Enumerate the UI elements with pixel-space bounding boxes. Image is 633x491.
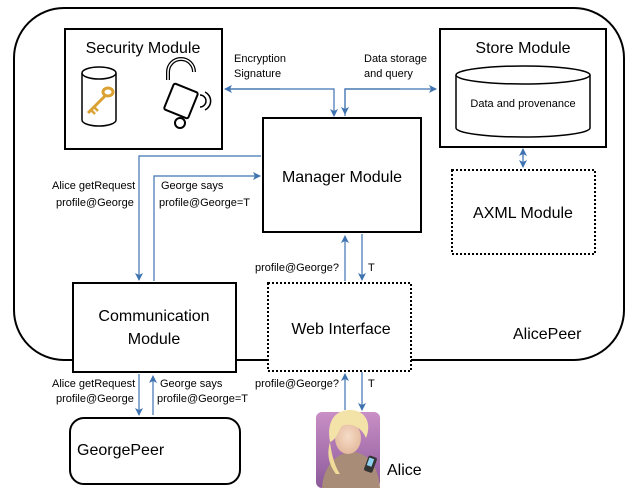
store-manager-arrow [341, 85, 437, 116]
manager-module: Manager Module [262, 117, 422, 233]
t-label-top: T [368, 262, 375, 274]
alice-peer-label: AlicePeer [513, 326, 582, 343]
web-interface: Web Interface [267, 282, 412, 372]
george-peer: GeorgePeer [69, 417, 241, 485]
security-module: Security Module [64, 28, 223, 150]
george-peer-title: GeorgePeer [77, 442, 165, 459]
communication-module: Communication Module [72, 282, 237, 373]
axml-module-title: AXML Module [473, 205, 573, 222]
data-storage-label: Data storage [364, 53, 427, 65]
alice-getrequest-label-bottom: Alice getRequest [52, 378, 135, 390]
profile-george-q-label-top: profile@George? [255, 262, 339, 274]
profile-george-label: profile@George [56, 197, 134, 209]
store-module-title: Store Module [475, 40, 570, 57]
store-module: Store Module Data and provenance [439, 28, 607, 148]
database-cylinder-icon [81, 66, 117, 127]
web-alice-arrow [341, 372, 366, 411]
and-query-label: and query [364, 68, 413, 80]
key-icon [86, 86, 115, 115]
alice-label: Alice [387, 462, 422, 479]
george-says-label-bottom: George says [160, 378, 223, 390]
encryption-label: Encryption [234, 53, 286, 65]
manager-module-title: Manager Module [282, 169, 402, 186]
profile-george-t-label-bottom: profile@George=T [157, 393, 248, 405]
security-module-title: Security Module [86, 40, 201, 57]
open-padlock-icon [163, 57, 212, 129]
communication-module-title-2: Module [128, 331, 181, 348]
signature-label: Signature [234, 68, 281, 80]
manager-communication-arrow [135, 155, 261, 281]
web-manager-arrow [341, 234, 366, 281]
alice-avatar-icon [316, 410, 380, 488]
web-interface-title: Web Interface [291, 321, 390, 338]
t-label-bottom: T [368, 378, 375, 390]
profile-george-label-bottom: profile@George [56, 393, 134, 405]
alice-getrequest-label: Alice getRequest [52, 180, 135, 192]
communication-module-title-1: Communication [98, 308, 209, 325]
security-manager-arrow [224, 85, 338, 117]
store-data-label: Data and provenance [470, 98, 575, 110]
profile-george-t-label: profile@George=T [159, 197, 250, 209]
profile-george-q-label-bottom: profile@George? [255, 378, 339, 390]
axml-module: AXML Module [451, 169, 596, 255]
george-says-label: George says [161, 180, 224, 192]
communication-george-arrow [135, 374, 157, 416]
